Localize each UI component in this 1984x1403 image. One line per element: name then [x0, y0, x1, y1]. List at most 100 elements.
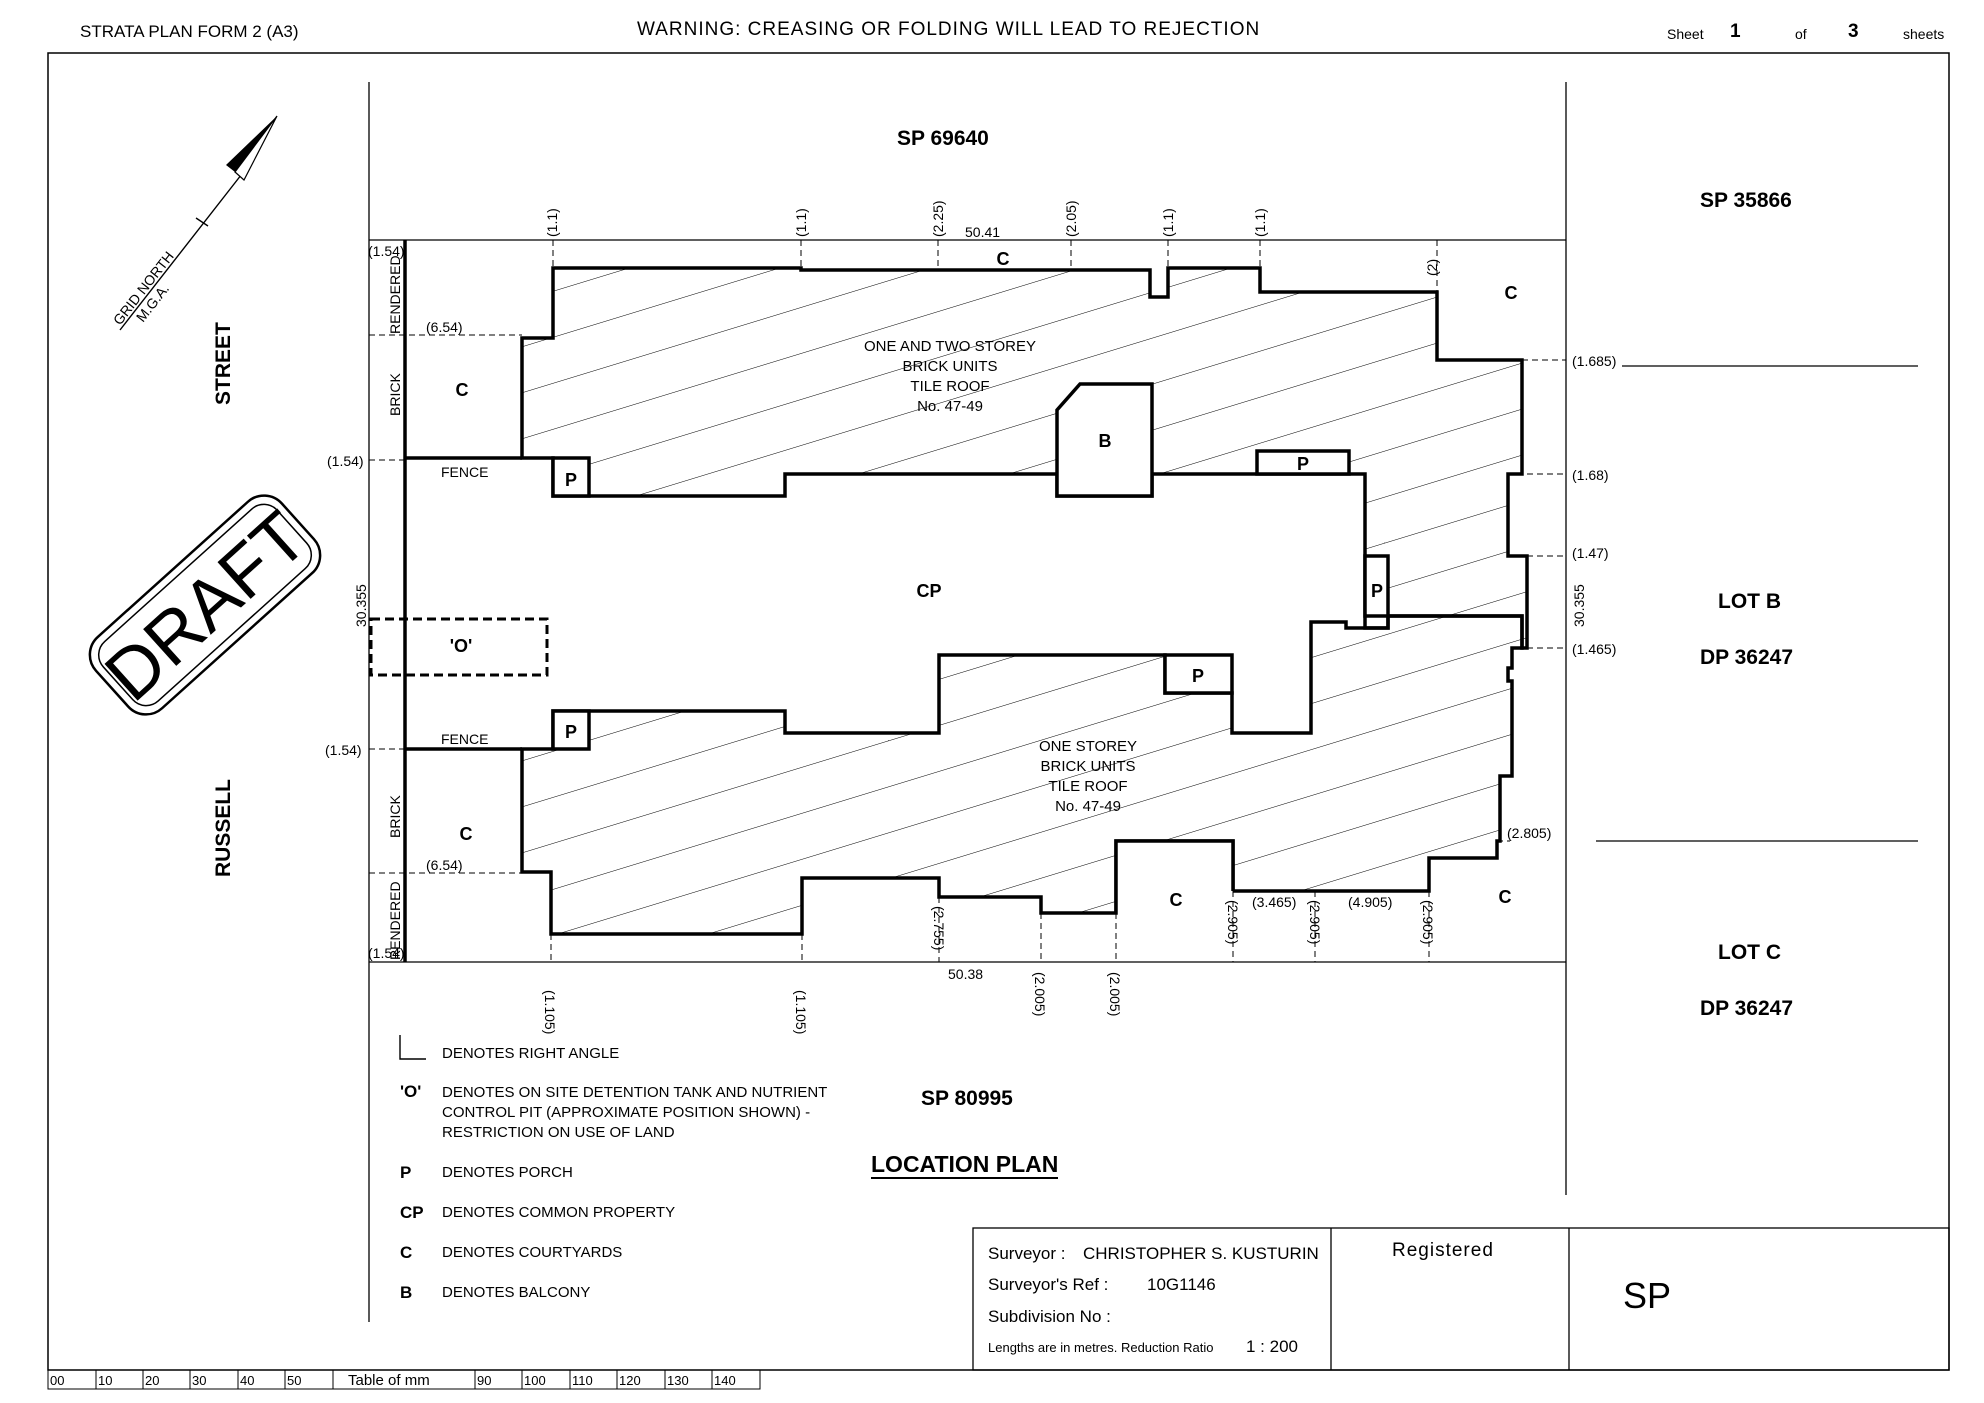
porch-label-2: P	[1297, 454, 1309, 474]
scale-ruler	[47, 1369, 761, 1390]
legend-text-3: CONTROL PIT (APPROXIMATE POSITION SHOWN)…	[442, 1104, 810, 1121]
bottom-extension-lines	[550, 891, 1430, 962]
porch-label-1: P	[565, 470, 577, 490]
dim-top-2: (1.1)	[793, 208, 809, 237]
street-name-russell: RUSSELL	[212, 779, 235, 877]
reduction-ratio: 1 : 200	[1246, 1337, 1298, 1356]
lot-b-label: LOT B	[1718, 590, 1781, 613]
sheet-total: 3	[1848, 21, 1859, 42]
draft-stamp: DRAFT	[88, 494, 322, 717]
registered-label: Registered	[1392, 1240, 1494, 1261]
dim-right-1: (1.685)	[1572, 353, 1616, 369]
rendered-label-lower: RENDERED	[387, 881, 403, 960]
ruler-label-10: 120	[619, 1373, 641, 1388]
legend-symbol-2: 'O'	[400, 1082, 421, 1101]
sp-field: SP	[1623, 1275, 1671, 1316]
dim-left-4: (1.54)	[325, 742, 362, 758]
north-arrow	[119, 115, 278, 331]
dim-right-4: (1.465)	[1572, 641, 1616, 657]
porch-lower-middle	[1163, 653, 1234, 695]
dim-bottom-9: (3.465)	[1252, 894, 1296, 910]
left-extension-lines	[369, 334, 522, 874]
top-length: 50.41	[965, 224, 1000, 240]
dim-left-6: (1.54)	[368, 945, 405, 961]
courtyard-lower-middle	[1116, 841, 1233, 913]
form-label: STRATA PLAN FORM 2 (A3)	[80, 22, 299, 41]
neighbor-top-right: SP 35866	[1700, 189, 1792, 212]
ruler-label-8: 100	[524, 1373, 546, 1388]
dim-left-5: (6.54)	[426, 857, 463, 873]
porch-upper-right	[1255, 449, 1351, 476]
porch-label-3: P	[1371, 581, 1383, 601]
courtyard-label-upper-left: C	[456, 380, 469, 400]
ruler-label-3: 30	[192, 1373, 206, 1388]
osd-label: 'O'	[450, 636, 473, 656]
surveyor-name: CHRISTOPHER S. KUSTURIN	[1083, 1244, 1319, 1263]
dim-left-2: (6.54)	[426, 319, 463, 335]
courtyard-label-lower-left: C	[460, 824, 473, 844]
upper-building-line-4: No. 47-49	[917, 398, 983, 415]
top-extension-lines	[552, 240, 1438, 292]
ruler-label-0: 00	[50, 1373, 64, 1388]
sheet-number: 1	[1730, 21, 1741, 42]
dim-bottom-8: (2.905)	[1420, 900, 1436, 944]
dim-top-4: (2.05)	[1063, 200, 1079, 237]
surveyor-label: Surveyor :	[988, 1244, 1065, 1263]
neighbor-bottom: SP 80995	[921, 1087, 1013, 1110]
porch-label-5: P	[565, 722, 577, 742]
dim-top-3: (2.25)	[930, 200, 946, 237]
of-word: of	[1795, 26, 1807, 42]
dim-right-3: (1.47)	[1572, 545, 1609, 561]
lower-building-line-4: No. 47-49	[1055, 798, 1121, 815]
legend-text-5: DENOTES PORCH	[442, 1164, 573, 1181]
dim-top-5: (1.1)	[1160, 208, 1176, 237]
fence-label-lower: FENCE	[441, 731, 488, 747]
ruler-label-1: 10	[98, 1373, 112, 1388]
upper-building-line-3: TILE ROOF	[910, 378, 989, 395]
lot-c-label: LOT C	[1718, 941, 1781, 964]
osd-tank	[369, 617, 549, 677]
dim-bottom-6: (2.905)	[1225, 900, 1241, 944]
dim-bottom-1: (1.105)	[542, 990, 558, 1034]
ruler-label-4: 40	[240, 1373, 254, 1388]
lower-building-outline	[520, 614, 1524, 936]
ruler-label-2: 20	[145, 1373, 159, 1388]
dim-left-3: (1.54)	[327, 453, 364, 469]
dim-left-1: (1.54)	[368, 243, 405, 259]
street-name-street: STREET	[212, 322, 235, 405]
porch-lower-left	[551, 709, 591, 751]
legend-symbol-7: C	[400, 1243, 412, 1262]
ruler-label-table: Table of mm	[348, 1372, 430, 1389]
fence-label-upper: FENCE	[441, 464, 488, 480]
subdivision-label: Subdivision No :	[988, 1307, 1111, 1326]
title-block	[972, 1227, 1950, 1371]
lower-building-line-2: BRICK UNITS	[1040, 758, 1135, 775]
legend-text-6: DENOTES COMMON PROPERTY	[442, 1204, 675, 1221]
ruler-label-7: 90	[477, 1373, 491, 1388]
courtyard-label-top: C	[997, 249, 1010, 269]
legend-text-4: RESTRICTION ON USE OF LAND	[442, 1124, 675, 1141]
legend-symbol-6: CP	[400, 1203, 424, 1222]
bottom-length: 50.38	[948, 966, 983, 982]
legend-text-8: DENOTES BALCONY	[442, 1284, 590, 1301]
lengths-note: Lengths are in metres. Reduction Ratio	[988, 1340, 1213, 1355]
ruler-label-5: 50	[287, 1373, 301, 1388]
sheet-word: Sheet	[1667, 26, 1704, 42]
legend-text-1: DENOTES RIGHT ANGLE	[442, 1045, 619, 1062]
upper-building-line-2: BRICK UNITS	[902, 358, 997, 375]
neighbor-top: SP 69640	[897, 127, 989, 150]
dim-bottom-7: (2.905)	[1307, 900, 1323, 944]
location-plan-title: LOCATION PLAN	[871, 1151, 1058, 1177]
legend-text-2: DENOTES ON SITE DETENTION TANK AND NUTRI…	[442, 1084, 827, 1101]
courtyard-label-top-right: C	[1505, 283, 1518, 303]
lot-c-dp: DP 36247	[1700, 997, 1793, 1020]
porch-upper-left	[551, 456, 591, 498]
left-length: 30.355	[353, 584, 369, 627]
courtyard-label-lower-right: C	[1499, 887, 1512, 907]
dim-bottom-3: (2.755)	[931, 906, 947, 950]
dim-bottom-2: (1.105)	[793, 990, 809, 1034]
rendered-label-upper: RENDERED	[387, 255, 403, 334]
dim-top-6: (1.1)	[1252, 208, 1268, 237]
balcony-label: B	[1099, 431, 1112, 451]
